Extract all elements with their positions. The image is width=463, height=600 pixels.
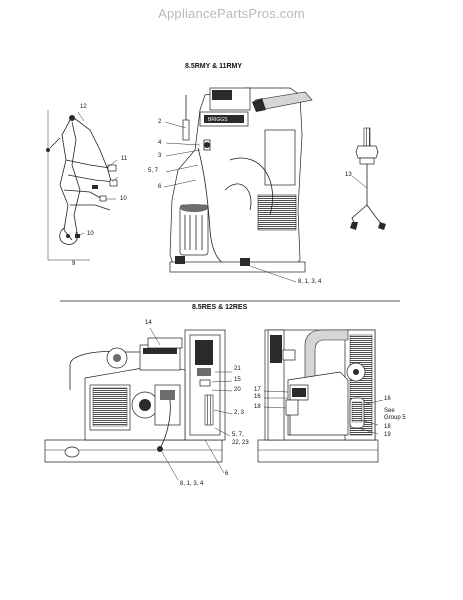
callout-5-7-bottom: 5, 7, — [232, 432, 244, 438]
callout-16a: 16 — [254, 394, 261, 400]
callout-group-5: Group 5 — [384, 415, 406, 421]
engine-assembly-rmy: BRIGGS — [169, 87, 313, 273]
section-title-rmy: 8.5RMY & 11RMY — [185, 63, 243, 70]
callout-13: 13 — [345, 172, 352, 178]
leader-line-bolt — [351, 175, 368, 189]
callout-11: 11 — [121, 156, 128, 162]
leader-lines-engine — [163, 121, 297, 283]
callout-6: 6 — [158, 184, 162, 190]
callout-4: 4 — [158, 140, 162, 146]
leader-lines-res-right — [263, 390, 384, 435]
callout-17: 17 — [254, 387, 261, 393]
wiring-harness — [46, 115, 118, 245]
callout-22-23: 22, 23 — [232, 440, 249, 446]
callout-9: 9 — [72, 261, 76, 267]
callout-19: 19 — [384, 432, 391, 438]
callout-21: 21 — [234, 366, 241, 372]
callout-18a: 18 — [254, 404, 261, 410]
callout-10a: 10 — [120, 196, 127, 202]
callout-10b: 10 — [87, 231, 94, 237]
callout-6-bottom: 6 — [225, 471, 229, 477]
generator-res-left — [44, 329, 226, 463]
callout-8-1-3-4-bottom: 8, 1, 3, 4 — [180, 481, 204, 487]
callout-see: See — [384, 408, 395, 414]
callout-12: 12 — [80, 104, 87, 110]
callout-2-3: 2, 3 — [234, 410, 245, 416]
callout-5-7: 5, 7 — [148, 168, 159, 174]
ground-bolt — [350, 127, 386, 230]
leader-lines-harness — [47, 110, 119, 261]
callout-16b: 16 — [384, 396, 391, 402]
callout-3: 3 — [158, 153, 162, 159]
engine-label: BRIGGS — [208, 117, 228, 123]
callout-14: 14 — [145, 320, 152, 326]
callout-20: 20 — [234, 387, 241, 393]
callout-8-1-3-4-top: 8, 1, 3, 4 — [298, 279, 322, 285]
callout-15: 15 — [234, 377, 241, 383]
section-title-res: 8.5RES & 12RES — [192, 304, 248, 311]
watermark: AppliancePartsPros.com — [158, 6, 305, 21]
leader-lines-res-left — [149, 327, 233, 481]
callout-18b: 18 — [384, 424, 391, 430]
callout-2: 2 — [158, 119, 162, 125]
generator-res-right — [257, 329, 379, 463]
